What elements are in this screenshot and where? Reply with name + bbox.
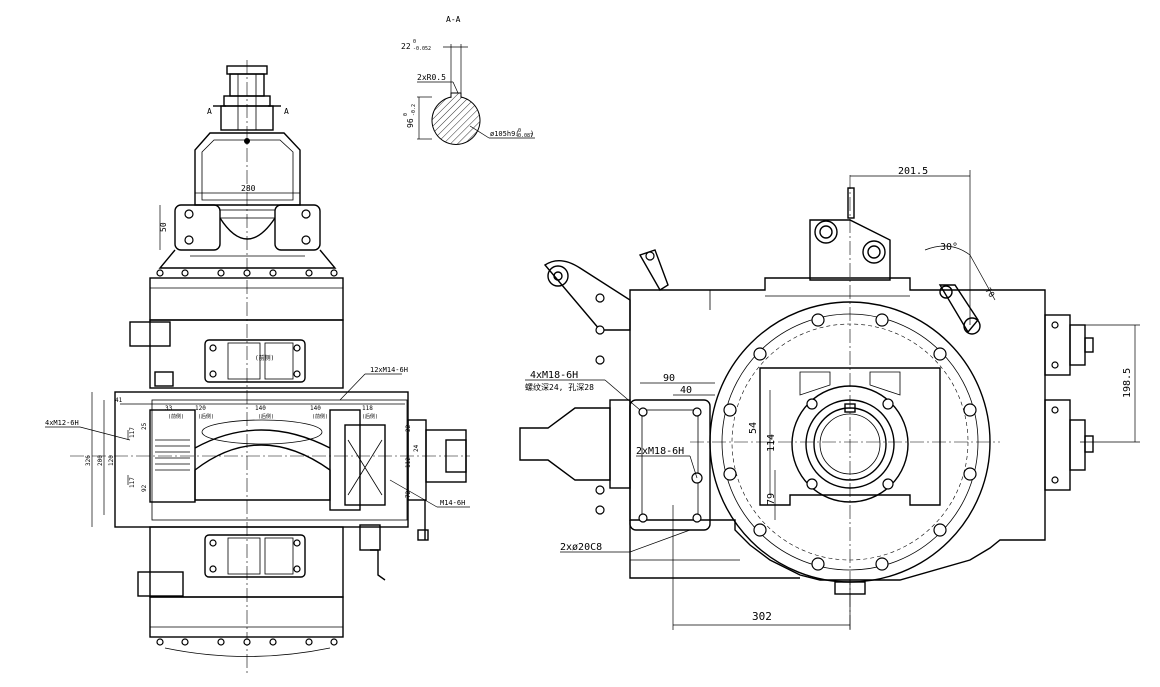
- dim-54: 54: [748, 422, 759, 434]
- svg-text:120: 120: [195, 405, 206, 412]
- dim-50: 50: [159, 222, 168, 232]
- dim-114: 114: [766, 434, 777, 452]
- cover-plate: [629, 399, 711, 531]
- section-box: [114, 391, 409, 528]
- svg-text:140: 140: [255, 405, 266, 412]
- svg-text:118: 118: [362, 405, 373, 412]
- svg-text:-0.087: -0.087: [515, 133, 533, 139]
- svg-text:92: 92: [141, 484, 148, 492]
- section-mark-right: A: [284, 107, 289, 116]
- svg-text:0: 0: [403, 113, 409, 116]
- thread-2x-m18: 2xM18-6H: [636, 446, 684, 457]
- svg-text:120: 120: [108, 455, 115, 466]
- dim-70: 70: [983, 286, 996, 299]
- width-dim: 22: [401, 42, 411, 51]
- svg-text:(后侧): (后侧): [258, 413, 274, 420]
- hole-2x-20c8: 2xø20C8: [560, 542, 602, 553]
- radius-dim: 2xR0.5: [417, 73, 446, 82]
- lower-side-flange: [1044, 399, 1071, 491]
- depth-dim: 96: [406, 118, 415, 128]
- thread-4x: 4xM12-6H: [45, 419, 79, 427]
- bearing-housing: [759, 367, 941, 506]
- svg-text:22: 22: [405, 424, 412, 432]
- front-view: A A 280 50: [45, 60, 470, 675]
- thread-note: 螺纹深24, 孔深28: [525, 382, 594, 392]
- svg-text:117: 117: [129, 477, 136, 488]
- angle-30: 30°: [940, 242, 958, 253]
- main-body-bottom: [149, 596, 344, 638]
- svg-text:41: 41: [115, 397, 123, 404]
- svg-text:): ): [530, 130, 534, 138]
- svg-text:-0.2: -0.2: [411, 104, 417, 116]
- dim-40: 40: [680, 385, 692, 396]
- fork-assembly: [344, 424, 386, 506]
- upper-cover: [204, 339, 306, 383]
- svg-text:(前侧): (前侧): [312, 413, 328, 420]
- svg-text:0: 0: [518, 128, 521, 134]
- side-lug-top: [129, 321, 171, 347]
- thread-4x-m18: 4xM18-6H: [530, 370, 578, 381]
- svg-text:117: 117: [129, 427, 136, 438]
- input-cone: [519, 407, 611, 481]
- svg-text:72: 72: [405, 490, 412, 498]
- top-bracket: [809, 219, 891, 281]
- svg-text:25: 25: [141, 422, 148, 430]
- dim-280: 280: [241, 184, 256, 193]
- side-lug-bottom: [137, 571, 184, 597]
- flange-bolts: [723, 313, 977, 571]
- clutch-disc: [194, 444, 331, 501]
- top-rod: [847, 187, 855, 219]
- left-lever: [543, 260, 631, 331]
- ear-left: [174, 204, 221, 251]
- thread-m14: M14-6H: [440, 499, 465, 507]
- svg-text:326: 326: [85, 455, 92, 466]
- right-lever: [938, 284, 979, 334]
- main-housing: [629, 277, 1046, 581]
- ear-right: [274, 204, 321, 251]
- dim-79: 79: [766, 493, 777, 505]
- dim-198-5: 198.5: [1122, 368, 1133, 398]
- dim-201-5: 201.5: [898, 166, 928, 177]
- svg-text:(前侧): (前侧): [255, 354, 274, 362]
- svg-text:0: 0: [413, 39, 416, 45]
- shaft-section: [431, 92, 481, 145]
- thread-12x: 12xM14-6H: [370, 366, 408, 374]
- svg-text:33: 33: [165, 405, 173, 412]
- svg-text:140: 140: [310, 405, 321, 412]
- svg-text:(后侧): (后侧): [198, 413, 214, 420]
- spring-housing: [149, 409, 196, 503]
- dim-302: 302: [752, 610, 772, 623]
- svg-text:(前侧): (前侧): [168, 413, 184, 420]
- svg-text:112: 112: [405, 457, 412, 468]
- svg-text:200: 200: [97, 455, 104, 466]
- output-bore: [813, 407, 887, 481]
- section-mark-left: A: [207, 107, 212, 116]
- dim-90: 90: [663, 373, 675, 384]
- lower-cover: [204, 534, 306, 578]
- svg-text:(后侧): (后侧): [362, 413, 378, 420]
- side-view: 201.5 30° 70 198.5 4xM18-6H 螺纹深24, 孔深28 …: [519, 166, 1140, 630]
- diameter-dim: ø105h9(: [490, 130, 520, 138]
- main-body-top: [149, 277, 344, 321]
- section-title: A-A: [446, 15, 461, 24]
- svg-text:24: 24: [413, 444, 420, 452]
- svg-text:-0.052: -0.052: [413, 46, 431, 52]
- section-a-a: A-A 22 0 -0.052 2xR0.5 96 0 -0.2 ø105h9(…: [401, 15, 535, 145]
